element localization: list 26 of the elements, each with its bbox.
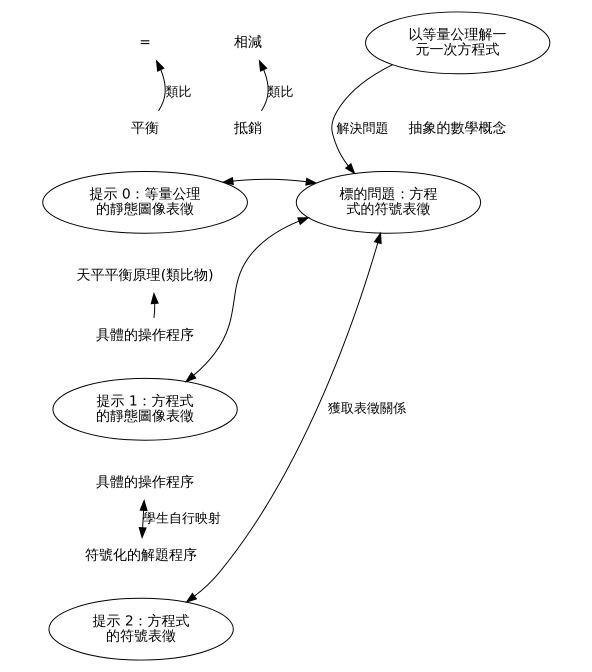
arrow (330, 64, 393, 175)
arrow (184, 232, 382, 603)
node-text: 具體的操作程序 (96, 474, 194, 490)
node-ellipse: 提示 0：等量公理的靜態圖像表徵 (42, 170, 248, 234)
arrow (155, 59, 166, 112)
node-ellipse: 提示 2：方程式的符號表徵 (48, 598, 234, 661)
node-ellipse: 提示 1：方程式的靜態圖像表徵 (52, 378, 238, 441)
arrow (138, 499, 148, 540)
node-text: 天平平衡原理(類比物) (76, 267, 213, 284)
edge-label: 獲取表徵關係 (328, 402, 406, 417)
node-text: 抵銷 (233, 120, 262, 137)
node-label: 抽象的數學概念 (408, 120, 506, 137)
arrow (150, 292, 158, 318)
arrow (258, 59, 268, 112)
node-text: 平衡 (130, 120, 159, 137)
node-text: 相減 (233, 34, 262, 50)
edge-label: 類比 (165, 84, 192, 100)
node-text: 符號化的解題程序 (84, 548, 197, 564)
arrow (221, 176, 318, 186)
edge-label: 解決問題 (336, 121, 388, 136)
arrow (184, 217, 310, 383)
edge-label: 類比 (267, 84, 294, 100)
node-ellipse: 以等量公理解一元一次方程式 (364, 11, 550, 74)
node-text: = (138, 34, 150, 50)
edge-label: 學生自行映射 (142, 512, 221, 527)
node-text: 具體的操作程序 (96, 328, 194, 344)
